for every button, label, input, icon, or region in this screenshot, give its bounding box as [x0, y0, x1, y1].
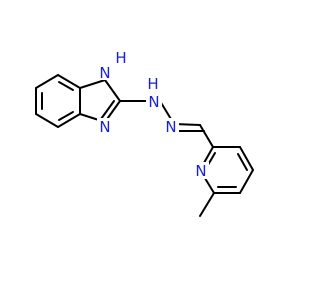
bond-layer	[35, 74, 254, 217]
atom-label-layer: N H N N H N N	[97, 49, 209, 180]
molecule-structure: N H N N H N N	[35, 49, 254, 217]
bond	[239, 169, 254, 194]
bond	[199, 192, 215, 217]
atom-label-n-imidazole: N	[99, 118, 110, 136]
bond	[199, 124, 214, 148]
atom-label-n-imidazole-nh: N	[99, 64, 110, 82]
bond	[79, 79, 106, 89]
bond	[58, 111, 74, 121]
bond	[57, 74, 81, 89]
atom-label-n-imine: N	[165, 118, 176, 136]
bond	[35, 113, 59, 128]
atom-label-h-imidazole-nh: H	[115, 49, 126, 67]
atom-label-h-hydrazine-nh: H	[147, 75, 158, 93]
atom-label-n-hydrazine-nh: N	[148, 93, 159, 111]
bond	[104, 79, 121, 102]
bond	[237, 153, 248, 171]
bond	[239, 146, 254, 171]
bond	[57, 113, 81, 128]
molecule-canvas: N H N N H N N	[35, 49, 254, 217]
bond	[58, 81, 74, 91]
bond	[35, 74, 59, 89]
bond	[100, 100, 115, 120]
atom-label-n-pyridine: N	[195, 162, 206, 180]
